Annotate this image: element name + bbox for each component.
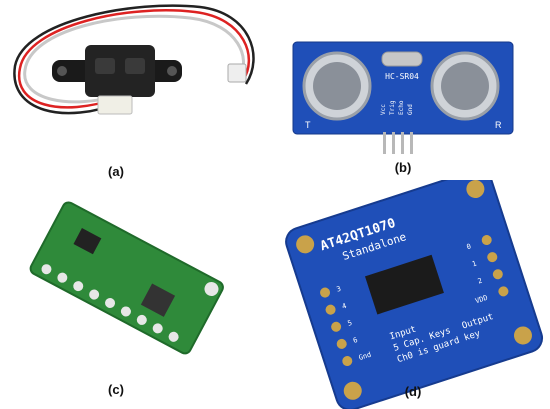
header-pins	[383, 132, 413, 154]
mount-hole-left	[57, 66, 67, 76]
pad-label: VDD	[474, 294, 489, 306]
mount-hole-br	[513, 326, 532, 345]
touch-breakout-photo: AT42QT1070 Standalone 0 1 2 VDD	[285, 180, 544, 409]
pad-labels-right: 0 1 2 VDD	[466, 242, 489, 306]
panel-b: HC-SR04 Vcc Trig Echo Gnd T R (b)	[275, 0, 550, 180]
transducer-right-mesh	[441, 62, 489, 110]
pad-label: 0	[466, 242, 472, 251]
cable-black	[13, 4, 255, 115]
pad	[152, 323, 163, 334]
caption-d: (d)	[404, 384, 422, 399]
pad-label: 2	[477, 277, 483, 286]
panel-c: (c)	[0, 180, 275, 409]
mount-hole-bl	[343, 381, 362, 400]
pad-label: 3	[336, 285, 342, 294]
pad	[492, 269, 503, 280]
cable-connector	[227, 63, 247, 83]
module-label: HC-SR04	[385, 72, 419, 81]
header-pin	[410, 132, 413, 154]
pad-labels-left: 3 4 5 6 Gnd	[336, 285, 373, 363]
crystal-oscillator	[381, 51, 423, 67]
pad	[336, 338, 347, 349]
panel-a: (a)	[0, 0, 275, 180]
caption-b: (b)	[394, 160, 412, 175]
pad	[487, 252, 498, 263]
pad-label: 6	[352, 336, 358, 345]
cable-red	[17, 9, 251, 109]
imu-breakout-photo	[29, 201, 224, 355]
pad	[57, 272, 68, 283]
mount-hole-right	[167, 66, 177, 76]
pad	[168, 331, 179, 342]
pin-label-trig: Trig	[389, 100, 396, 115]
receiver-lens	[125, 58, 145, 74]
cable-white	[23, 14, 245, 104]
pin-label-gnd: Gnd	[407, 104, 414, 115]
pad	[41, 264, 52, 275]
pad	[73, 281, 84, 292]
mount-hole-tr	[466, 180, 485, 199]
caption-a: (a)	[108, 164, 124, 179]
pad	[481, 235, 492, 246]
jst-socket	[97, 95, 133, 115]
caption-c: (c)	[108, 382, 124, 397]
header-pin	[392, 132, 395, 154]
mount-hole	[204, 282, 219, 297]
panel-d: AT42QT1070 Standalone 0 1 2 VDD	[275, 180, 550, 409]
emitter-lens	[95, 58, 115, 74]
corner-label-r: R	[495, 120, 502, 130]
pad	[105, 298, 116, 309]
pad	[325, 304, 336, 315]
ir-sensor-photo	[13, 4, 255, 115]
ic-chip	[364, 254, 444, 315]
mount-hole-tl	[296, 235, 315, 254]
pin-label-echo: Echo	[398, 100, 405, 115]
pad-label: 4	[341, 302, 347, 311]
pad-row	[41, 264, 179, 342]
pad	[498, 286, 509, 297]
chip-sensor	[140, 283, 176, 317]
header-pin	[383, 132, 386, 154]
transducer-left-mesh	[313, 62, 361, 110]
ultrasonic-sensor-photo: HC-SR04 Vcc Trig Echo Gnd T R	[292, 41, 514, 154]
chip-small	[73, 228, 102, 255]
pad-label: Gnd	[358, 351, 373, 363]
pin-label-vcc: Vcc	[380, 104, 387, 115]
pad	[120, 306, 131, 317]
pad-column	[320, 235, 509, 367]
pad	[342, 356, 353, 367]
pad	[331, 321, 342, 332]
pad	[136, 314, 147, 325]
pad	[89, 289, 100, 300]
pad-label: 5	[347, 319, 353, 328]
pin-labels: Vcc Trig Echo Gnd	[380, 100, 414, 115]
pad-label: 1	[471, 260, 477, 269]
corner-label-t: T	[305, 120, 311, 130]
header-pin	[401, 132, 404, 154]
pad	[320, 287, 331, 298]
